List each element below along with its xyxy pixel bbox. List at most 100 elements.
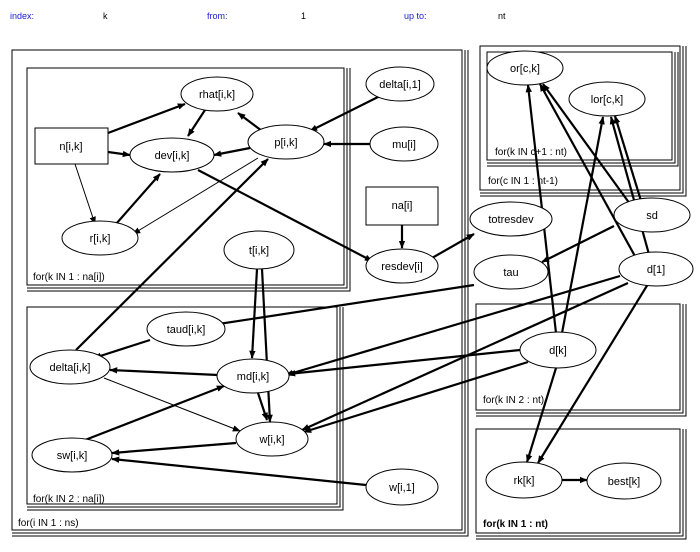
plate-label-top-right-outer: for(c IN 1 : nt-1): [488, 176, 558, 187]
edge-d1-lor: [609, 116, 652, 259]
node-label-sd: sd: [646, 210, 658, 222]
node-or[interactable]: or[c,k]: [486, 50, 564, 86]
edge-d1-or: [539, 83, 637, 259]
node-rhat[interactable]: rhat[i,k]: [180, 76, 254, 112]
node-label-lor: lor[c,k]: [591, 94, 623, 106]
node-label-tau: tau: [503, 267, 518, 279]
edge-wi1-sw: [111, 456, 367, 487]
node-w[interactable]: w[i,k]: [235, 421, 309, 457]
plate-label-outer-left: for(i IN 1 : ns): [18, 518, 79, 529]
index-label: index:: [10, 11, 35, 21]
edge-sd-or: [542, 83, 631, 205]
node-label-totresdev: totresdev: [488, 214, 534, 226]
plate-label-mid-right: for(k IN 2 : nt): [483, 395, 544, 406]
edges: [74, 83, 652, 487]
index-value[interactable]: k: [103, 11, 108, 21]
plate-label-inner-top: for(k IN 1 : na[i]): [33, 272, 105, 283]
node-w-i1[interactable]: w[i,1]: [365, 468, 439, 506]
node-dk[interactable]: d[k]: [519, 331, 597, 369]
edge-sw-md: [84, 384, 225, 442]
node-label-rk: rk[k]: [514, 475, 535, 487]
edge-rhat-dev: [187, 109, 206, 137]
plate-label-inner-bottom: for(k IN 2 : na[i]): [33, 494, 105, 505]
plate-outer-left: for(i IN 1 : ns): [11, 49, 469, 537]
plate-bottom-right: for(k IN 1 : nt): [475, 428, 687, 540]
edge-n-r: [74, 163, 96, 225]
edge-p-rhat: [237, 112, 263, 132]
plate-mid-right: for(k IN 2 : nt): [475, 303, 687, 417]
upto-value[interactable]: nt: [498, 11, 506, 21]
edge-dk-w: [303, 360, 529, 434]
node-resdev[interactable]: resdev[i]: [365, 248, 439, 284]
node-rk[interactable]: rk[k]: [485, 461, 563, 499]
edge-n-rhat: [107, 102, 186, 135]
plate-inner-bottom: for(k IN 2 : na[i]): [26, 306, 344, 511]
edge-d1-md: [285, 274, 621, 377]
edge-taud-deltaik: [93, 338, 151, 360]
plate-top-right-outer: for(c IN 1 : nt-1): [479, 45, 687, 197]
node-n[interactable]: n[i,k]: [34, 127, 109, 165]
node-delta-ik[interactable]: delta[i,k]: [29, 349, 111, 385]
edge-r-dev: [115, 173, 161, 225]
node-label-sw: sw[i,k]: [57, 450, 88, 462]
plate-label-bottom-right: for(k IN 1 : nt): [483, 519, 548, 530]
edge-dk-md: [287, 348, 521, 377]
node-na[interactable]: na[i]: [365, 186, 439, 226]
edge-p-dev: [213, 146, 251, 157]
node-tau[interactable]: tau: [473, 254, 549, 290]
edge-md-w: [256, 392, 269, 421]
node-sw[interactable]: sw[i,k]: [31, 437, 113, 473]
node-d1[interactable]: d[1]: [618, 251, 694, 287]
node-dev[interactable]: dev[i,k]: [129, 137, 215, 173]
node-label-na: na[i]: [392, 200, 413, 212]
edge-n-dev: [107, 150, 131, 158]
edge-delta1-p: [309, 95, 381, 132]
edge-t-w: [260, 268, 273, 423]
node-label-d1: d[1]: [647, 264, 665, 276]
from-value[interactable]: 1: [301, 11, 307, 21]
node-label-best: best[k]: [608, 476, 640, 488]
node-totresdev[interactable]: totresdev: [469, 201, 553, 237]
edge-sd-lor: [613, 115, 644, 205]
node-best[interactable]: best[k]: [586, 462, 662, 500]
upto-label: up to:: [404, 11, 427, 21]
node-label-dev: dev[i,k]: [155, 150, 190, 162]
node-lor[interactable]: lor[c,k]: [568, 81, 646, 117]
edge-d1-rk: [537, 283, 649, 464]
node-sd[interactable]: sd: [613, 197, 691, 233]
node-label-taud: taud[i,k]: [167, 324, 206, 336]
node-label-p: p[i,k]: [274, 137, 297, 149]
node-label-t: t[i,k]: [249, 245, 269, 257]
node-label-n: n[i,k]: [59, 141, 82, 153]
node-label-or: or[c,k]: [510, 63, 540, 75]
edge-md-deltaik: [109, 367, 219, 377]
node-t[interactable]: t[i,k]: [223, 230, 295, 270]
header-bar: index: k from: 1 up to: nt: [0, 0, 700, 30]
node-label-r: r[i,k]: [90, 233, 111, 245]
node-p[interactable]: p[i,k]: [247, 124, 325, 160]
node-r[interactable]: r[i,k]: [61, 220, 139, 256]
node-mu[interactable]: mu[i]: [369, 126, 439, 162]
edge-tau-taud: [211, 283, 475, 328]
node-delta-i1[interactable]: delta[i,1]: [365, 66, 435, 102]
edge-deltaik-p: [75, 158, 269, 351]
node-md[interactable]: md[i,k]: [216, 358, 290, 394]
node-label-md: md[i,k]: [237, 371, 269, 383]
node-label-delta-ik: delta[i,k]: [50, 362, 91, 374]
edge-p-r: [132, 157, 259, 235]
node-label-delta-i1: delta[i,1]: [379, 79, 421, 91]
node-label-resdev: resdev[i]: [381, 261, 423, 273]
node-label-dk: d[k]: [549, 345, 567, 357]
edge-dk-lor: [560, 116, 605, 334]
node-label-rhat: rhat[i,k]: [199, 89, 235, 101]
plate-label-top-right-inner: for(k IN c+1 : nt): [495, 147, 567, 158]
from-label: from:: [207, 11, 228, 21]
node-taud[interactable]: taud[i,k]: [146, 311, 226, 347]
edge-t-md: [249, 268, 259, 359]
edge-resdev-totresdev: [431, 233, 475, 259]
node-label-w-i1: w[i,1]: [388, 482, 415, 494]
edge-dev-resdev: [197, 169, 373, 262]
node-label-mu: mu[i]: [392, 139, 416, 151]
plate-top-right-inner: for(k IN c+1 : nt): [486, 51, 679, 167]
